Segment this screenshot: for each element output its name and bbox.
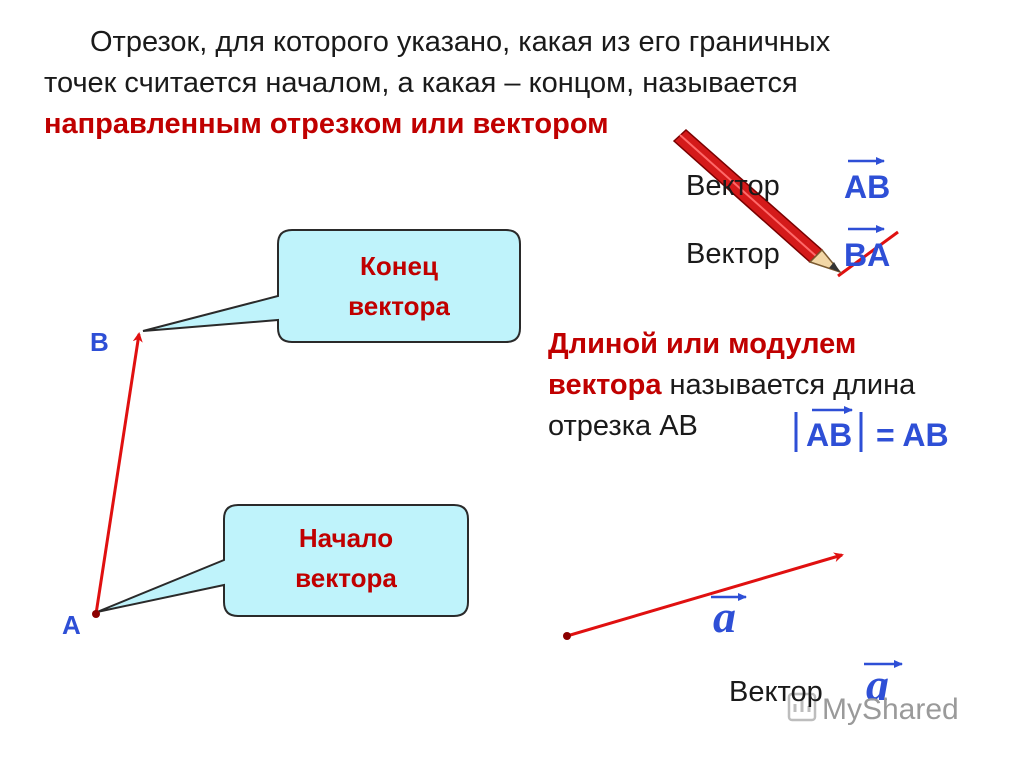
vector-ba-label: Вектор [686, 238, 780, 271]
callout-start-line-2: вектора [295, 563, 397, 593]
vector-a-arrow [567, 555, 842, 636]
watermark-text: MyShared [822, 693, 959, 727]
callout-end-line-2: вектора [348, 291, 450, 321]
length-highlight-1: Длиной или модулем [548, 328, 856, 360]
length-rest-2: отрезка АВ [548, 410, 698, 442]
callout-start-text: Начало вектора [224, 518, 468, 598]
length-rest-1: называется длина [661, 369, 915, 401]
modulus-equals: = AB [876, 417, 949, 454]
vector-ab-arrow [96, 334, 139, 614]
callout-start-line-1: Начало [299, 523, 393, 553]
callout-end-line-1: Конец [360, 251, 438, 281]
vector-ba-name: BA [844, 237, 890, 274]
length-highlight-2: вектора [548, 369, 661, 401]
bottom-vector-label: Вектор [729, 676, 823, 709]
point-a-label: A [62, 610, 81, 641]
vector-ab-label: Вектор [686, 170, 780, 203]
point-a-dot [92, 610, 100, 618]
callout-end-text: Конец вектора [278, 246, 520, 326]
vector-a-start-dot [563, 632, 571, 640]
point-b-label: B [90, 327, 109, 358]
modulus-name: AB [806, 417, 852, 454]
vector-ab-name: AB [844, 169, 890, 206]
vector-a-symbol: a [713, 590, 736, 643]
